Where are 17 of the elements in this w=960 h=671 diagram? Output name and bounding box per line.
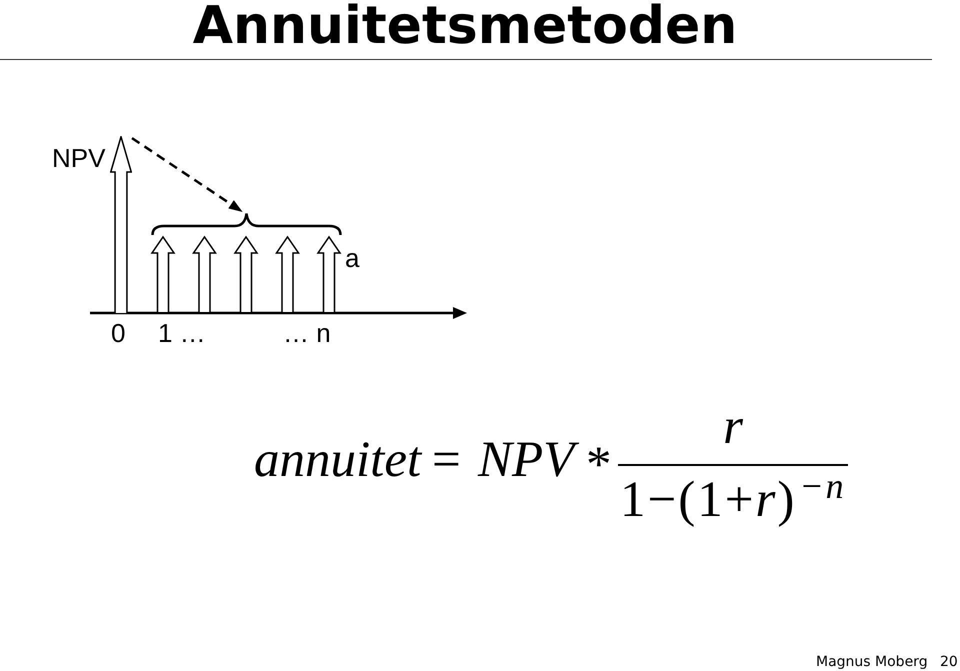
time-label: 0	[111, 320, 126, 346]
dashed-arrow	[131, 137, 244, 214]
equals-sign: =	[432, 435, 461, 486]
hollow-arrow	[110, 136, 132, 313]
arrow-label: NPV	[52, 145, 106, 171]
time-label: … n	[283, 320, 331, 346]
denominator: 1−(1+r)$^{−n}$	[620, 475, 847, 526]
numerator: r	[723, 402, 744, 453]
author-name: Magnus Moberg	[816, 655, 928, 669]
curly-brace	[151, 212, 342, 236]
multiply-sign: *	[586, 440, 612, 491]
payment-label: a	[345, 245, 360, 271]
formula-variable: annuitet	[254, 435, 424, 486]
slide-title: Annuitetsmetoden	[192, 0, 738, 52]
page-number: 20	[940, 655, 958, 669]
formula-variable: NPV	[478, 435, 582, 486]
time-label: 1 …	[158, 320, 206, 346]
